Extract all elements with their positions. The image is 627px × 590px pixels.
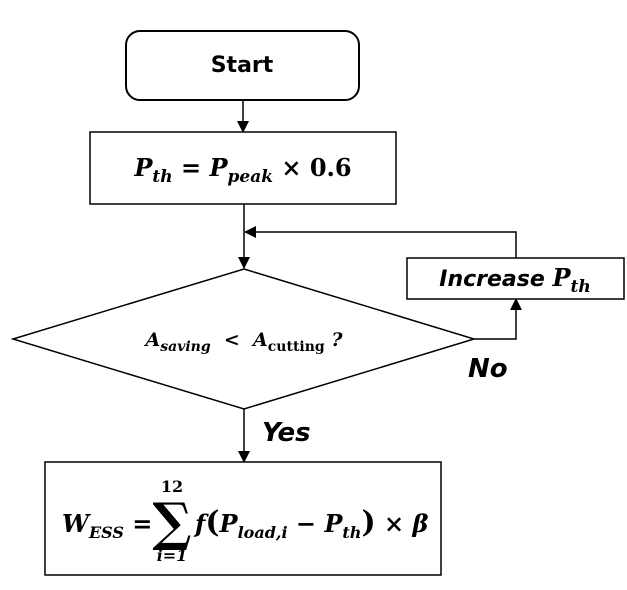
formula-f: f — [193, 509, 209, 538]
formula-p-th: P — [323, 509, 343, 538]
threshold-node: Pth = Ppeak × 0.6 — [89, 131, 397, 205]
increase-text: Increase — [439, 267, 552, 292]
decision-node: Asaving < Acutting ? — [10, 268, 477, 410]
formula-lhs: WESS = — [62, 509, 152, 542]
decision-saving-sub: saving — [160, 339, 211, 355]
start-label: Start — [211, 53, 274, 78]
threshold-times: × — [273, 153, 310, 182]
formula-lower-limit: i=1 — [157, 546, 188, 565]
formula-sigma: ∑ — [152, 492, 191, 553]
decision-condition: Asaving < Acutting ? — [144, 329, 344, 355]
increase-p: P — [551, 263, 571, 292]
formula-upper-limit: 12 — [161, 477, 183, 496]
threshold-peak-sub: peak — [228, 167, 274, 187]
branch-no-label: No — [468, 354, 508, 384]
decision-less-than: < — [211, 329, 253, 351]
increase-th-sub: th — [571, 277, 591, 297]
formula-th-sub: th — [342, 523, 361, 542]
formula-p-load: P — [219, 509, 239, 538]
formula-rhs: f(Pload,i − Pth) × β — [193, 505, 428, 542]
increase-node: Increase Pth — [406, 257, 625, 300]
threshold-formula: Pth = Ppeak × 0.6 — [133, 153, 351, 187]
increase-label: Increase Pth — [439, 263, 590, 297]
branch-yes-label: Yes — [262, 418, 311, 448]
decision-a-saving: A — [144, 329, 161, 351]
formula-w: W — [62, 509, 91, 538]
formula-minus: − — [288, 509, 325, 538]
formula-rparen: ) — [361, 505, 375, 540]
formula-lparen: ( — [205, 505, 219, 540]
arrow-no-to-increase — [474, 298, 522, 340]
formula-times: × — [376, 509, 413, 538]
formula-ess-sub: ESS — [88, 523, 124, 542]
arrow-increase-loop-back — [244, 226, 517, 258]
threshold-p-peak: P — [208, 153, 228, 182]
decision-question: ? — [325, 329, 344, 351]
decision-a-cutting: A — [251, 329, 268, 351]
start-node: Start — [125, 30, 360, 101]
threshold-p: P — [133, 153, 153, 182]
threshold-th-sub: th — [152, 167, 172, 187]
formula-load-sub: load,i — [238, 523, 288, 542]
formula-beta: β — [411, 509, 428, 538]
formula-eq: = — [124, 509, 152, 538]
threshold-factor: 0.6 — [310, 153, 352, 182]
formula-node: 12 ∑ i=1 WESS = f(Pload,i − Pth) × β — [44, 461, 442, 576]
threshold-eq: = — [173, 153, 210, 182]
decision-cutting-sub: cutting — [268, 339, 325, 355]
